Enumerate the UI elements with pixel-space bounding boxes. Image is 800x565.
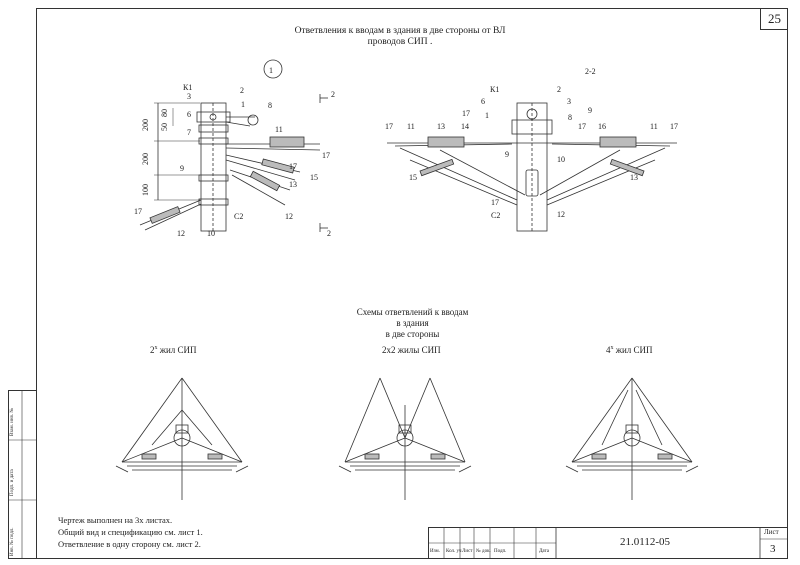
callout: 16 — [598, 122, 606, 131]
note-line-1: Чертеж выполнен на 3х листах. — [58, 515, 173, 525]
callout: 2 — [240, 86, 244, 95]
side-stamp-inv: Инв. № подл. — [10, 527, 15, 557]
sheet-frame — [36, 8, 788, 559]
callout: 17 — [578, 122, 586, 131]
callout: 1 — [485, 111, 489, 120]
title-block — [428, 527, 788, 559]
callout: 8 — [268, 101, 272, 110]
callout: 9 — [588, 106, 592, 115]
callout: 17 — [491, 198, 499, 207]
callout: 15 — [409, 173, 417, 182]
tb-col-kol: Кол. уч — [446, 549, 462, 554]
scheme-2-label: 2х2 жилы СИП — [382, 345, 441, 355]
schemes-title-line-2: в здания — [396, 318, 429, 328]
dim-label: 100 — [141, 184, 150, 196]
sheet-corner-number: 25 — [760, 8, 788, 30]
callout: 9 — [505, 150, 509, 159]
view2-pole — [387, 102, 677, 232]
tb-col-list: Лист — [462, 549, 473, 554]
scheme-1-label: 2х жил СИП — [150, 345, 197, 355]
scheme-3-label: 4х жил СИП — [606, 345, 653, 355]
callout: 2 — [557, 85, 561, 94]
callout: 3 — [567, 97, 571, 106]
doc-code: 21.0112-05 — [620, 536, 671, 548]
scheme-2-drawing — [338, 377, 472, 500]
drawing-title: Ответвления к вводам в здания в две стор… — [0, 26, 800, 48]
callout: 6 — [481, 97, 485, 106]
schemes-title-line-1: Схемы ответвлений к вводам — [356, 307, 469, 317]
tb-col-podp: Подп. — [494, 549, 507, 554]
callout: 10 — [557, 155, 565, 164]
callout: 13 — [630, 173, 638, 182]
callout: К1 — [183, 83, 192, 92]
callout: 17 — [322, 151, 330, 160]
callout: 17 — [670, 122, 678, 131]
callout: 13 — [289, 180, 297, 189]
schemes-title: Схемы ответвлений к вводам в здания в дв… — [340, 307, 485, 340]
callout: 17 — [134, 207, 142, 216]
note-line-3: Ответвление в одну сторону см. лист 2. — [58, 539, 201, 549]
scheme-1-rest: жил СИП — [157, 345, 197, 355]
callout: 14 — [461, 122, 469, 131]
sheet-header: Лист — [764, 528, 779, 536]
sheet-number: 3 — [770, 543, 776, 555]
callout: 3 — [187, 92, 191, 101]
scheme-1-drawing — [115, 377, 249, 500]
scheme-3-sup: х — [610, 345, 614, 351]
note-line-2: Общий вид и спецификацию см. лист 1. — [58, 527, 203, 537]
callout: 12 — [177, 229, 185, 238]
scheme-3-drawing — [565, 377, 699, 500]
callout: 11 — [650, 122, 658, 131]
notes: Чертеж выполнен на 3х листах. Общий вид … — [58, 514, 203, 550]
title-line-1: Ответвления к вводам в здания в две стор… — [294, 26, 506, 36]
callout: 17 — [289, 162, 297, 171]
scheme-2-base: 2х2 жилы СИП — [382, 345, 441, 355]
scheme-1-sup: х — [154, 345, 158, 351]
callout: 9 — [180, 164, 184, 173]
tb-col-izm: Изм. — [430, 549, 440, 554]
callout: К1 — [490, 85, 499, 94]
dim-label: 80 — [160, 109, 169, 117]
callout: C2 — [491, 211, 500, 220]
schemes-title-line-3: в две стороны — [385, 329, 440, 339]
view2-title: 2-2 — [585, 67, 596, 76]
callout: 6 — [187, 110, 191, 119]
view1-pole — [139, 59, 328, 232]
tb-col-doc: № док. — [476, 549, 491, 554]
callout: 13 — [437, 122, 445, 131]
callout: 8 — [568, 113, 572, 122]
callout: 10 — [207, 229, 215, 238]
callout: C2 — [234, 212, 243, 221]
callout: 15 — [310, 173, 318, 182]
dim-label: 50 — [160, 123, 169, 131]
section-mark-bottom: 2 — [327, 229, 331, 238]
callout: 1 — [241, 100, 245, 109]
tb-col-data: Дата — [539, 549, 549, 554]
side-stamp-vzam: Взам. инв. № — [10, 407, 15, 436]
callout: 11 — [275, 125, 283, 134]
scheme-3-base: 4 — [606, 345, 611, 355]
callout: 12 — [285, 212, 293, 221]
side-stamp — [8, 390, 36, 559]
side-stamp-podp: Подп. и дата — [10, 469, 15, 496]
view1-circle-label: 1 — [269, 66, 273, 75]
title-line-2: проводов СИП . — [367, 37, 433, 47]
dim-label: 200 — [141, 153, 150, 165]
callout: 7 — [187, 128, 191, 137]
section-mark-top: 2 — [331, 90, 335, 99]
scheme-3-rest: жил СИП — [613, 345, 653, 355]
callout: 11 — [407, 122, 415, 131]
callout: 17 — [385, 122, 393, 131]
scheme-1-base: 2 — [150, 345, 155, 355]
dim-label: 200 — [141, 119, 150, 131]
callout: 12 — [557, 210, 565, 219]
callout: 17 — [462, 109, 470, 118]
